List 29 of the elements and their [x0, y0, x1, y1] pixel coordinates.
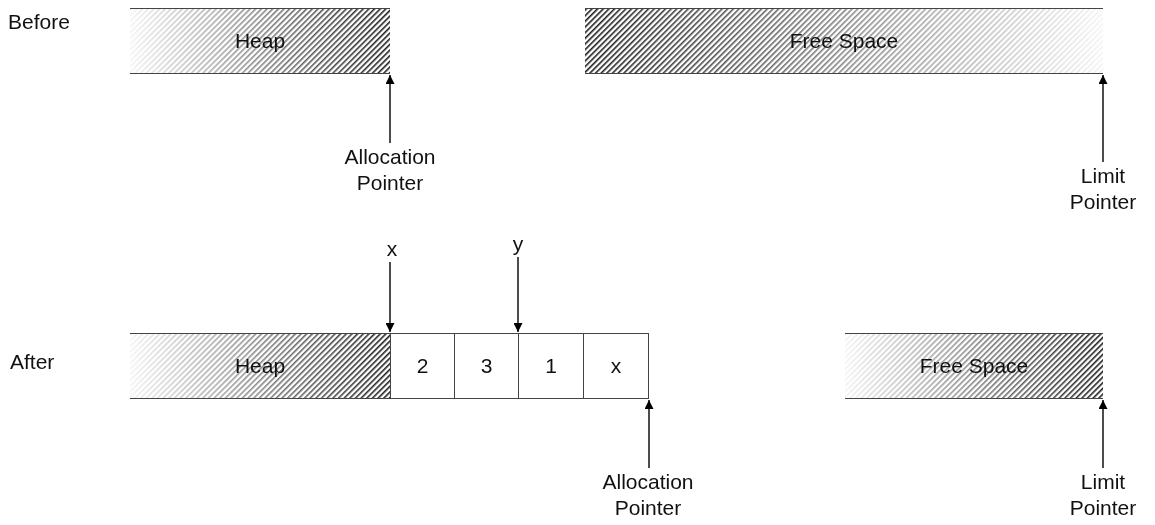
cell-value: x	[610, 352, 622, 379]
arrow	[644, 399, 654, 469]
memory-block	[585, 8, 1103, 74]
pointer-label: x	[386, 235, 398, 262]
cell-value: 3	[480, 352, 493, 379]
block-label: Heap	[234, 27, 286, 54]
arrow	[385, 74, 395, 144]
memory-cell	[454, 333, 519, 399]
memory-cell	[518, 333, 584, 399]
arrow	[385, 261, 395, 333]
row-label: Before	[8, 10, 70, 34]
block-label: Free Space	[789, 27, 899, 54]
pointer-label: Limit Pointer	[1068, 162, 1138, 215]
block-label: Heap	[234, 352, 286, 379]
pointer-label: y	[512, 230, 524, 257]
arrow	[513, 256, 523, 333]
arrow	[1098, 399, 1108, 469]
pointer-label: Allocation Pointer	[343, 143, 437, 196]
memory-cell	[583, 333, 649, 399]
pointer-label: Limit Pointer	[1068, 468, 1138, 521]
row-label: After	[10, 350, 55, 374]
arrow	[1098, 74, 1108, 163]
memory-block	[845, 333, 1103, 399]
memory-cell	[390, 333, 455, 399]
cell-value: 2	[416, 352, 429, 379]
cell-value: 1	[545, 352, 557, 379]
memory-block	[130, 333, 390, 399]
memory-block	[130, 8, 390, 74]
pointer-label: Allocation Pointer	[601, 468, 695, 521]
